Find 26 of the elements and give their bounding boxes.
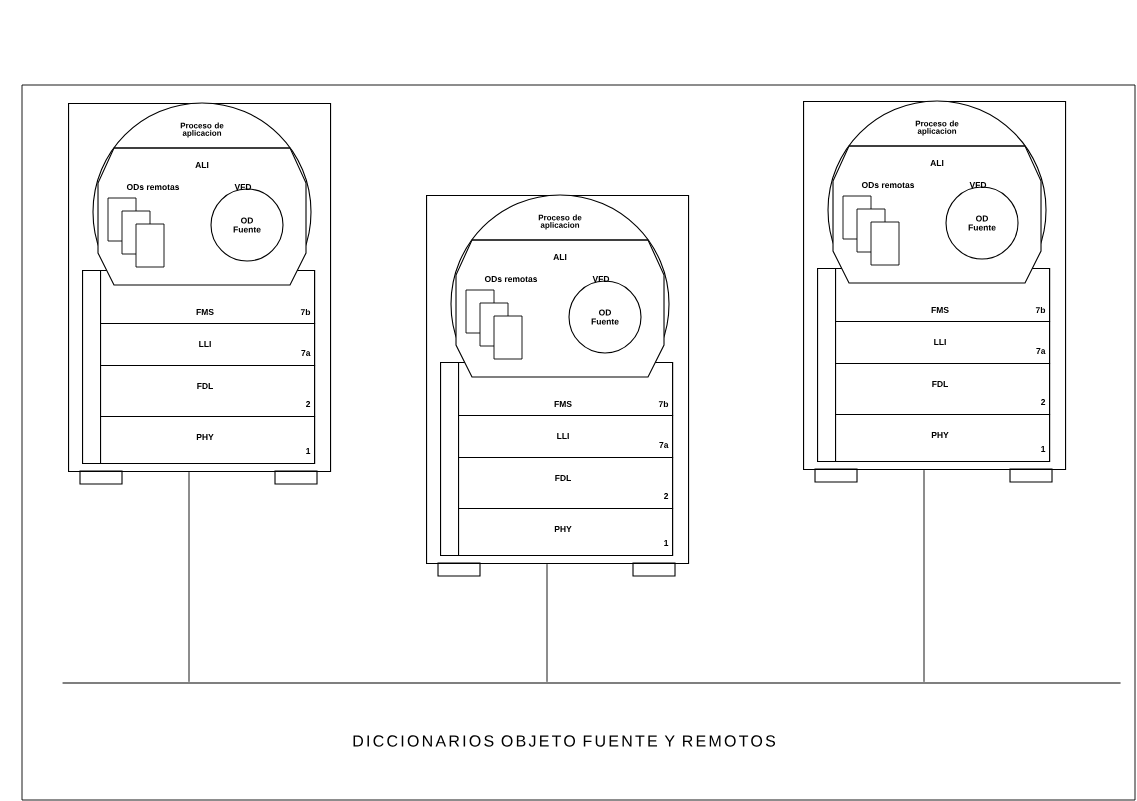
layer-box: FDL 2 bbox=[100, 365, 316, 418]
node-label: VFD bbox=[592, 276, 610, 282]
node-label: ODs remotas bbox=[484, 276, 538, 283]
node-label: ODs remotas bbox=[126, 184, 180, 191]
layer-box: FDL 2 bbox=[835, 363, 1051, 416]
layer-box: FDL 2 bbox=[458, 457, 674, 510]
connection-line bbox=[546, 563, 548, 683]
connection-line bbox=[188, 471, 190, 683]
node-label: VFD bbox=[969, 182, 987, 188]
node-label: ALI bbox=[553, 254, 567, 260]
node-label: ODs remotas bbox=[861, 182, 915, 189]
node-label: Proceso de aplicacion bbox=[915, 120, 959, 136]
layer-box: LLI 7a bbox=[100, 323, 316, 367]
node-label: ALI bbox=[195, 162, 209, 168]
layer-box: PHY 1 bbox=[458, 508, 674, 557]
layer-box: PHY 1 bbox=[100, 416, 316, 465]
node-label: ALI bbox=[930, 160, 944, 166]
layer-box: LLI 7a bbox=[458, 415, 674, 459]
connection-line bbox=[923, 469, 925, 683]
layer-box: LLI 7a bbox=[835, 321, 1051, 365]
node-label: Proceso de aplicacion bbox=[538, 214, 582, 230]
layer-box: PHY 1 bbox=[835, 414, 1051, 463]
node-label: Proceso de aplicacion bbox=[180, 122, 224, 138]
node-label: VFD bbox=[234, 184, 252, 190]
caption: DICCIONARIOS OBJETO FUENTE Y REMOTOS bbox=[353, 735, 776, 747]
bus-line bbox=[62, 682, 1121, 684]
